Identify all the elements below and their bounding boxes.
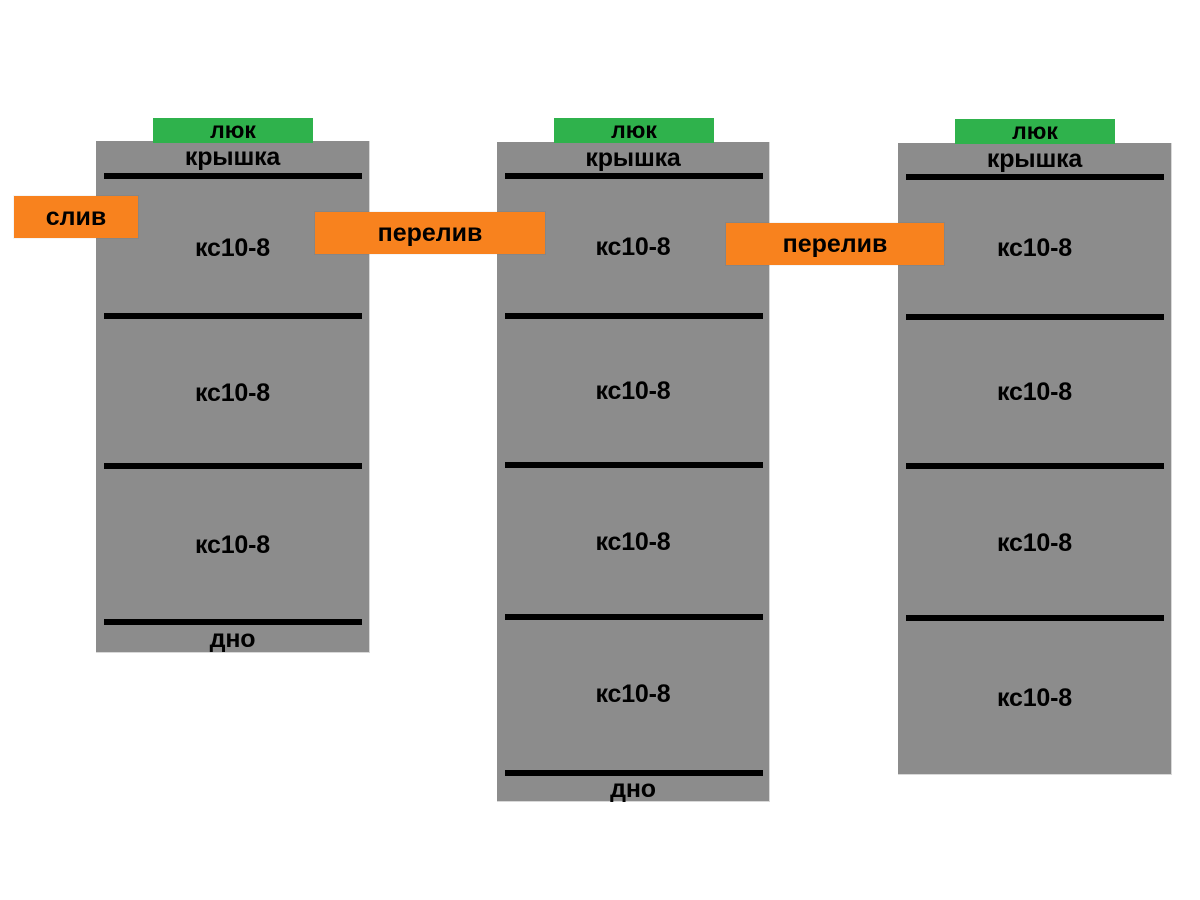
well-3-hatch-badge[interactable]: люк xyxy=(955,119,1115,144)
well-1-divider-1 xyxy=(104,313,362,319)
overflow-pipe-2-badge[interactable]: перелив xyxy=(726,223,944,265)
well-2-ring-3: кс10-8 xyxy=(497,468,769,616)
well-1-ring-1: кс10-8 xyxy=(96,179,369,317)
overflow-pipe-2-label: перелив xyxy=(782,229,888,258)
drain-pipe-badge[interactable]: слив xyxy=(14,196,138,238)
well-1-hatch-label: люк xyxy=(210,117,256,143)
well-1-bottom-label: дно xyxy=(209,624,256,653)
well-1-ring-2-label: кс10-8 xyxy=(195,378,270,407)
well-1-cover: крышка xyxy=(96,141,369,173)
well-2-ring-4-label: кс10-8 xyxy=(595,679,671,708)
well-3-ring-1-label: кс10-8 xyxy=(997,234,1072,262)
well-1-ring-2: кс10-8 xyxy=(96,319,369,467)
well-2-bottom: дно xyxy=(497,776,769,802)
well-3-ring-3-label: кс10-8 xyxy=(997,528,1072,557)
well-2-ring-3-label: кс10-8 xyxy=(595,527,671,556)
well-3-ring-2: кс10-8 xyxy=(898,320,1171,465)
well-1-divider-bottom xyxy=(104,619,362,625)
well-3-ring-4: кс10-8 xyxy=(898,621,1171,775)
well-2-cover: крышка xyxy=(497,142,769,174)
well-3-divider-2 xyxy=(906,463,1164,469)
well-1-divider-cover xyxy=(104,173,362,179)
well-2-ring-1: кс10-8 xyxy=(497,179,769,316)
well-2-ring-2-label: кс10-8 xyxy=(595,377,671,405)
well-1-ring-1-label: кс10-8 xyxy=(195,233,270,262)
well-1-bottom: дно xyxy=(96,625,369,653)
well-2-divider-1 xyxy=(505,313,763,319)
well-2-cover-label: крышка xyxy=(585,143,681,172)
well-3-ring-3: кс10-8 xyxy=(898,469,1171,617)
well-2-ring-1-label: кс10-8 xyxy=(595,233,671,261)
well-2-divider-2 xyxy=(505,462,763,468)
drain-pipe-label: слив xyxy=(45,202,107,231)
well-3-cover-label: крышка xyxy=(986,144,1083,173)
well-3-divider-cover xyxy=(906,174,1164,180)
well-2-divider-bottom xyxy=(505,770,763,776)
well-2-bottom-label: дно xyxy=(610,774,656,803)
well-1-cover-label: крышка xyxy=(184,142,281,171)
well-1-divider-2 xyxy=(104,463,362,469)
well-2-hatch-label: люк xyxy=(611,117,657,143)
well-3-hatch-label: люк xyxy=(1012,118,1058,144)
well-1-ring-3: кс10-8 xyxy=(96,469,369,621)
well-2-divider-3 xyxy=(505,614,763,620)
well-2-divider-cover xyxy=(505,173,763,179)
well-3-divider-1 xyxy=(906,314,1164,320)
well-3-divider-3 xyxy=(906,615,1164,621)
well-3-ring-4-label: кс10-8 xyxy=(997,683,1072,712)
well-3-ring-1: кс10-8 xyxy=(898,180,1171,317)
well-2-hatch-badge[interactable]: люк xyxy=(554,118,714,143)
well-1-hatch-badge[interactable]: люк xyxy=(153,118,313,143)
overflow-pipe-1-label: перелив xyxy=(377,218,483,247)
well-1-ring-3-label: кс10-8 xyxy=(195,530,270,559)
well-2-ring-4: кс10-8 xyxy=(497,620,769,768)
well-3-ring-2-label: кс10-8 xyxy=(997,378,1072,406)
well-3-cover: крышка xyxy=(898,143,1171,175)
overflow-pipe-1-badge[interactable]: перелив xyxy=(315,212,545,254)
well-2-ring-2: кс10-8 xyxy=(497,319,769,464)
